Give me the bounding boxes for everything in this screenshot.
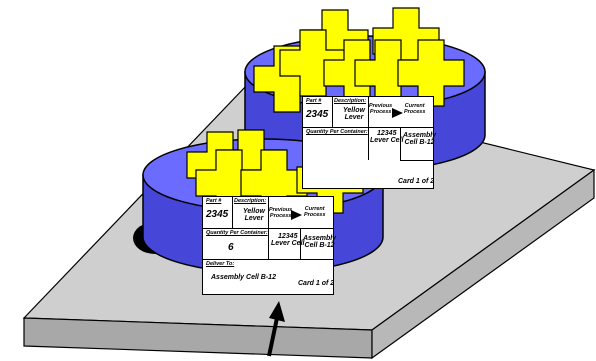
- process-flow-arrow-icon: [291, 210, 302, 220]
- divider: [268, 228, 269, 259]
- description-value: Yellow Lever: [343, 107, 365, 122]
- process-value: 12345 Lever Cell: [271, 233, 305, 248]
- divider: [332, 97, 333, 127]
- part-number-value: 2345: [206, 209, 229, 220]
- card-count: Card 1 of 2: [298, 280, 335, 287]
- current-process-label: Current Process: [304, 206, 326, 218]
- previous-process-label: Previous Process: [369, 103, 393, 115]
- part-number-value: 2345: [306, 109, 329, 120]
- description-label: Description:: [234, 198, 267, 204]
- part-number-label: Part #: [206, 198, 222, 204]
- divider: [368, 127, 369, 160]
- front-kanban-card: Part # 2345 Description: Yellow Lever Pr…: [202, 196, 337, 295]
- divider: [232, 197, 233, 228]
- yellow-lever-part: [397, 39, 465, 107]
- description-label: Description:: [334, 98, 367, 104]
- divider: [203, 259, 333, 260]
- deliver-to-value: Assembly Cell B-12: [211, 274, 276, 281]
- card-count: Card 1 of 2: [398, 178, 435, 185]
- pointer-arrow-shaft: [267, 317, 279, 357]
- divider: [400, 127, 401, 160]
- platform-side-face: [371, 168, 595, 360]
- description-value: Yellow Lever: [243, 208, 265, 223]
- pointer-arrow-head: [269, 301, 285, 322]
- destination-value: Assembly Cell B-12: [403, 132, 437, 147]
- divider: [368, 97, 369, 127]
- divider: [268, 197, 269, 228]
- deliver-to-label: Deliver To:: [206, 261, 235, 267]
- previous-process-label: Previous Process: [269, 207, 293, 219]
- process-flow-arrow-icon: [392, 108, 403, 118]
- divider: [300, 228, 301, 259]
- current-process-label: Current Process: [404, 103, 426, 115]
- divider: [400, 160, 433, 161]
- quantity-value: 6: [228, 242, 234, 253]
- quantity-label: Quantity Per Container:: [306, 129, 368, 135]
- process-value: 12345 Lever Cell: [370, 130, 404, 145]
- quantity-label: Quantity Per Container:: [206, 230, 268, 236]
- destination-value: Assembly Cell B-12: [303, 235, 337, 250]
- back-kanban-card: Part # 2345 Description: Yellow Lever Pr…: [302, 96, 437, 189]
- part-number-label: Part #: [306, 98, 322, 104]
